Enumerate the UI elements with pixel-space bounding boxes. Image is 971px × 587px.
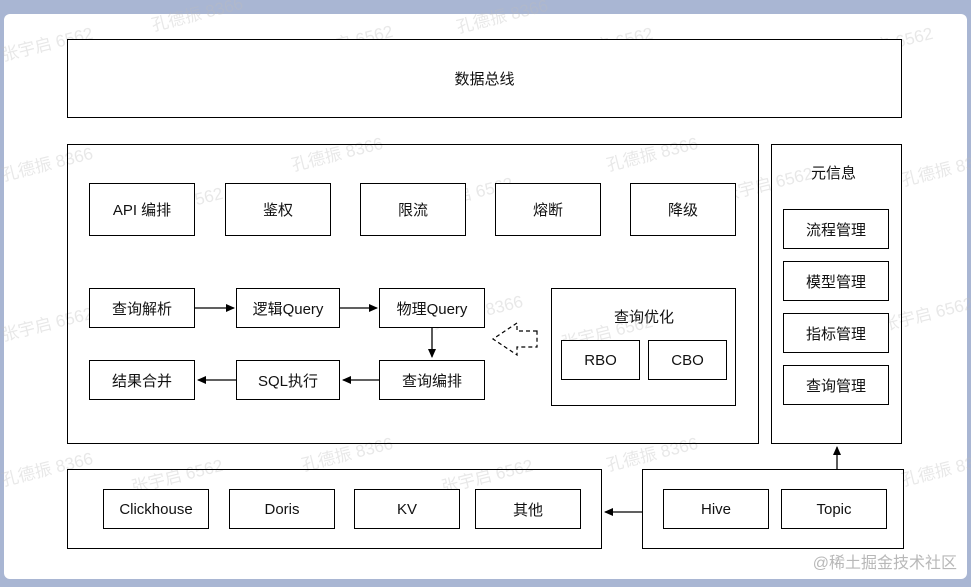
query-arrange-label: 查询编排 [401, 372, 462, 390]
rbo-label: RBO [584, 351, 617, 369]
hive-label: Hive [700, 500, 731, 518]
model-mgmt-box: 模型管理 [783, 261, 889, 301]
topic-label: Topic [816, 500, 852, 518]
metadata-container [771, 144, 902, 444]
result-merge-box: 结果合并 [89, 360, 195, 400]
query-service-container [67, 144, 759, 444]
sql-exec-box: SQL执行 [236, 360, 340, 400]
query-optimizer-container [551, 288, 736, 406]
metric-mgmt-label: 指标管理 [805, 325, 866, 343]
logical-query-label: 逻辑Query [252, 300, 324, 318]
degrade-box: 降级 [630, 183, 736, 236]
auth-box: 鉴权 [225, 183, 331, 236]
sql-exec-label: SQL执行 [257, 372, 318, 390]
cbo-box: CBO [648, 340, 727, 380]
credit-text: @稀土掘金技术社区 [812, 555, 957, 572]
source-container [642, 469, 904, 549]
process-mgmt-box: 流程管理 [783, 209, 889, 249]
doris-label: Doris [264, 500, 300, 518]
storage-container [67, 469, 602, 549]
query-mgmt-label: 查询管理 [805, 377, 866, 395]
metadata-title: 元信息 [811, 165, 857, 182]
rate-limit-box: 限流 [360, 183, 466, 236]
api-orchestration-label: API 编排 [112, 202, 172, 219]
query-mgmt-box: 查询管理 [783, 365, 889, 405]
metric-mgmt-box: 指标管理 [783, 313, 889, 353]
data-bus-box: 数据总线 [67, 39, 902, 118]
kv-label: KV [396, 500, 417, 518]
model-mgmt-label: 模型管理 [805, 273, 866, 291]
query-parse-box: 查询解析 [89, 288, 195, 328]
hive-box: Hive [663, 489, 769, 529]
other-storage-label: 其他 [512, 501, 543, 519]
topic-box: Topic [781, 489, 887, 529]
clickhouse-label: Clickhouse [119, 500, 193, 518]
query-optimizer-title: 查询优化 [614, 309, 675, 326]
rbo-box: RBO [561, 340, 640, 380]
logical-query-box: 逻辑Query [236, 288, 340, 328]
result-merge-label: 结果合并 [111, 372, 172, 390]
circuit-breaker-box: 熔断 [495, 183, 601, 236]
data-bus-label: 数据总线 [454, 71, 515, 88]
rate-limit-label: 限流 [397, 202, 428, 219]
api-orchestration-box: API 编排 [89, 183, 195, 236]
other-storage-box: 其他 [475, 489, 581, 529]
degrade-label: 降级 [667, 202, 698, 219]
kv-box: KV [354, 489, 460, 529]
clickhouse-box: Clickhouse [103, 489, 209, 529]
process-mgmt-label: 流程管理 [805, 221, 866, 239]
auth-label: 鉴权 [262, 202, 293, 219]
physical-query-box: 物理Query [379, 288, 485, 328]
doris-box: Doris [229, 489, 335, 529]
query-parse-label: 查询解析 [111, 300, 172, 318]
cbo-label: CBO [671, 351, 704, 369]
circuit-breaker-label: 熔断 [532, 202, 563, 219]
physical-query-label: 物理Query [396, 300, 468, 318]
query-arrange-box: 查询编排 [379, 360, 485, 400]
